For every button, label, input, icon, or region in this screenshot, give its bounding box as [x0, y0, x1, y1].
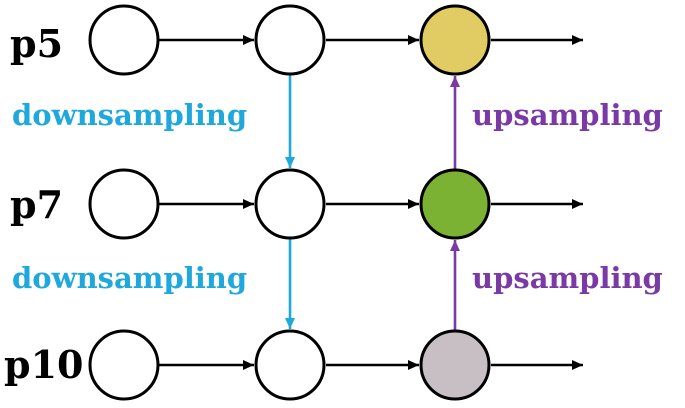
node-p10-mid: [254, 329, 326, 401]
row-label-p7: p7: [10, 182, 63, 227]
row-label-p5: p5: [10, 21, 63, 66]
node-p7-output: [419, 168, 491, 240]
downsampling-label-1: downsampling: [12, 98, 247, 132]
node-p7-input: [88, 168, 160, 240]
node-p5-input: [88, 4, 160, 76]
node-p7-mid: [254, 168, 326, 240]
node-p10-input: [88, 329, 160, 401]
node-p5-mid: [254, 4, 326, 76]
node-p5-output: [419, 4, 491, 76]
downsampling-label-2: downsampling: [12, 261, 247, 295]
upsampling-label-1: upsampling: [472, 98, 663, 132]
upsampling-label-2: upsampling: [472, 261, 663, 295]
node-p10-output: [419, 329, 491, 401]
row-label-p10: p10: [4, 342, 83, 387]
